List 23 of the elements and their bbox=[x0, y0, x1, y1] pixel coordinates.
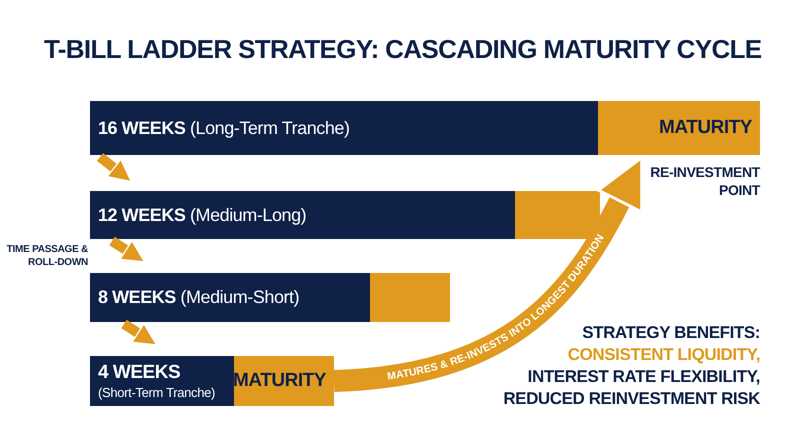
roll-down-arrow bbox=[109, 236, 146, 263]
annotation: RE-INVESTMENT POINT bbox=[649, 164, 760, 199]
title: T-BILL LADDER STRATEGY: CASCADING MATURITY CYCLE bbox=[44, 33, 762, 66]
tranche-label: 8 WEEKS (Medium-Short) bbox=[98, 286, 300, 309]
benefit-item: INTEREST RATE FLEXIBILITY, bbox=[528, 366, 760, 388]
roll-down-arrow bbox=[121, 320, 158, 346]
side-note: TIME PASSAGE & ROLL-DOWN bbox=[6, 244, 88, 269]
tranche-bar bbox=[90, 273, 450, 322]
tranche-label: 12 WEEKS (Medium-Long) bbox=[98, 204, 306, 227]
tranche-label: 4 WEEKS bbox=[98, 361, 182, 385]
benefits-heading: STRATEGY BENEFITS: bbox=[582, 322, 760, 344]
tranche-bar bbox=[90, 356, 334, 406]
maturity-segment bbox=[234, 356, 334, 406]
segment-label: MATURITY bbox=[233, 368, 326, 393]
tranche-label: 16 WEEKS (Long-Term Tranche) bbox=[98, 116, 350, 140]
benefit-item: CONSISTENT LIQUIDITY, bbox=[568, 344, 760, 366]
segment-label: MATURITY bbox=[659, 116, 752, 140]
tranche-bar bbox=[90, 101, 760, 155]
maturity-segment bbox=[598, 101, 760, 155]
benefit-item: REDUCED REINVESTMENT RISK bbox=[503, 388, 760, 410]
tranche-label: (Short-Term Tranche) bbox=[98, 384, 216, 401]
maturity-segment bbox=[370, 273, 450, 322]
roll-down-arrow bbox=[96, 153, 132, 182]
